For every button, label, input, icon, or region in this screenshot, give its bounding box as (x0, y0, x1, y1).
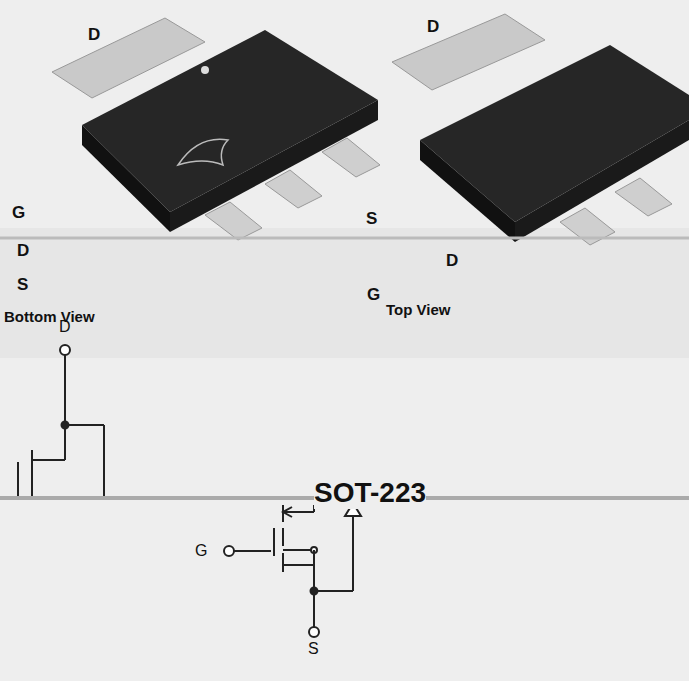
drain-tab (392, 14, 545, 90)
pin-name: S (366, 210, 377, 229)
pin-name: S (17, 276, 28, 295)
pin-name: D (17, 242, 29, 261)
pin-name: D (88, 26, 100, 45)
background-band (0, 228, 689, 358)
logo (178, 139, 228, 165)
pin-name: S (308, 640, 319, 658)
glitch-line (0, 237, 689, 240)
lead (615, 178, 672, 216)
pin1-mark (201, 66, 209, 74)
sot223-package (52, 18, 380, 240)
mosfet-symbol (18, 345, 104, 498)
pin-name: D (427, 18, 439, 37)
pin-name: D (446, 252, 458, 271)
pin-name: G (195, 542, 207, 560)
lead (205, 202, 262, 240)
package-side (82, 125, 170, 232)
mosfet-symbol (224, 503, 363, 637)
package-side (420, 140, 515, 242)
lead (322, 138, 380, 177)
view-label: Top View (386, 302, 450, 319)
view-label: Bottom View (4, 309, 95, 326)
pin-name: G (12, 204, 25, 223)
pin-name: D (59, 318, 71, 336)
package-body (420, 45, 689, 222)
pin-name: G (367, 286, 380, 305)
package-name: SOT-223 (314, 478, 426, 509)
sot223-package (392, 14, 689, 245)
lead (265, 170, 322, 208)
